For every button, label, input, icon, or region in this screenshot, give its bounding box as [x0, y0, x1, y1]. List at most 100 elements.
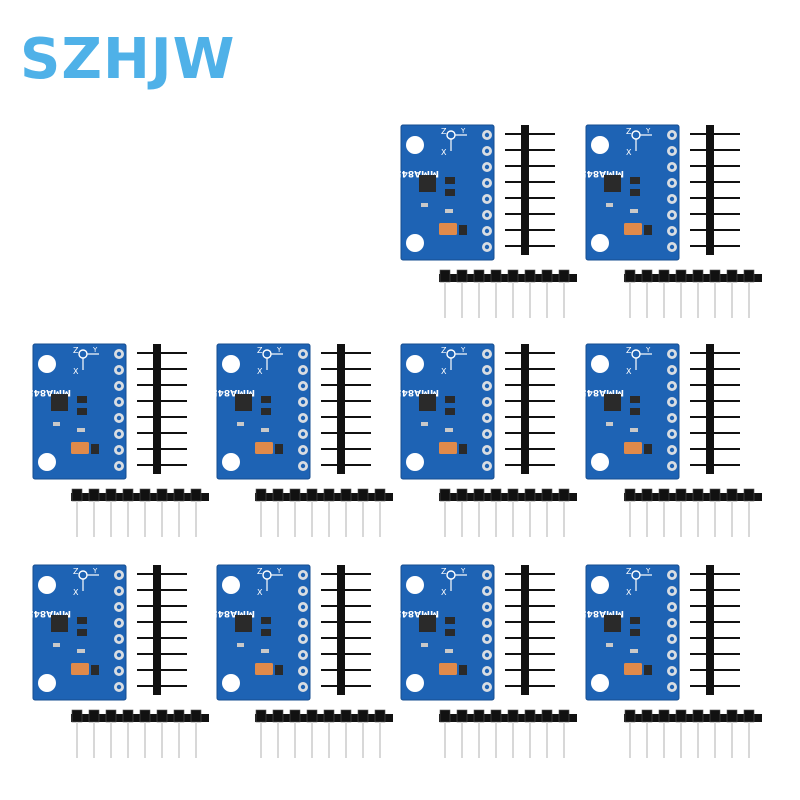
pin-pad-hole [300, 351, 306, 357]
header-cap [507, 269, 519, 283]
pin-pads [298, 570, 308, 692]
capacitor [624, 223, 642, 235]
header-cap [374, 709, 386, 723]
part-silkscreen: MMA845X [573, 387, 624, 397]
accelerometer-module-10: Z Y X MMA845X [573, 564, 766, 780]
header-pin [563, 282, 565, 318]
accelerometer-module-7: Z Y X MMA845X [20, 564, 213, 780]
header-body [706, 125, 714, 255]
header-pin [697, 722, 699, 758]
mounting-hole [406, 674, 424, 692]
regulator [91, 444, 99, 454]
module-illustration: Z Y X MMA845X [388, 564, 577, 758]
pin-pads [114, 349, 124, 471]
module-illustration: Z Y X MMA845X [204, 564, 393, 758]
pin-pad-hole [484, 588, 490, 594]
axis-z-label: Z [626, 567, 632, 576]
header-pin [512, 722, 514, 758]
small-chip [630, 408, 640, 415]
resistor [445, 649, 453, 653]
pin-pad-hole [669, 415, 675, 421]
header-pin [690, 621, 740, 623]
header-pin [321, 573, 371, 575]
header-cap [306, 709, 318, 723]
header-pin [690, 165, 740, 167]
accelerometer-module-9: Z Y X MMA845X [388, 564, 581, 780]
header-cap [306, 488, 318, 502]
header-cap [122, 488, 134, 502]
pin-pad-hole [669, 367, 675, 373]
pin-pad-hole [116, 447, 122, 453]
axis-x-label: X [257, 588, 263, 597]
pin-pad-hole [300, 684, 306, 690]
header-pin [311, 722, 313, 758]
pin-pad-hole [669, 572, 675, 578]
pin-pad-hole [484, 383, 490, 389]
accelerometer-module-4: Z Y X MMA845X [204, 343, 397, 559]
header-pin [690, 589, 740, 591]
pin-pad-hole [300, 431, 306, 437]
header-pin [260, 722, 262, 758]
header-pin [505, 245, 555, 247]
part-silkscreen: MMA845X [573, 168, 624, 178]
capacitor [439, 442, 457, 454]
resistor [421, 203, 428, 207]
small-chip [630, 617, 640, 624]
pin-pad-hole [669, 212, 675, 218]
header-pin [690, 133, 740, 135]
header-pin [505, 448, 555, 450]
header-pin [178, 722, 180, 758]
header-pin [321, 669, 371, 671]
pin-pad-hole [116, 636, 122, 642]
pin-pad-hole [669, 132, 675, 138]
header-pin [505, 653, 555, 655]
header-cap [675, 488, 687, 502]
pin-pad-hole [669, 463, 675, 469]
pin-pad-hole [669, 148, 675, 154]
axis-y-label: Y [645, 567, 651, 575]
mounting-hole [591, 234, 609, 252]
pin-pad-hole [484, 367, 490, 373]
pin-pad-hole [300, 620, 306, 626]
mounting-hole [406, 576, 424, 594]
pin-pad-hole [669, 180, 675, 186]
header-pin [137, 669, 187, 671]
header-cap [490, 709, 502, 723]
axis-y-label: Y [92, 346, 98, 354]
header-cap [624, 709, 636, 723]
axis-y-label: Y [645, 346, 651, 354]
header-cap [692, 488, 704, 502]
capacitor [439, 663, 457, 675]
regulator [459, 665, 467, 675]
header-pin [137, 621, 187, 623]
header-pin [93, 722, 95, 758]
header-pin [362, 722, 364, 758]
regulator [459, 225, 467, 235]
header-pin [137, 573, 187, 575]
regulator [644, 444, 652, 454]
header-pin [680, 501, 682, 537]
header-pin [505, 133, 555, 135]
header-pin [505, 573, 555, 575]
header-cap [743, 269, 755, 283]
header-cap [524, 709, 536, 723]
header-cap [340, 709, 352, 723]
resistor [421, 422, 428, 426]
part-silkscreen: MMA845X [20, 387, 71, 397]
pin-pad-hole [300, 463, 306, 469]
header-cap [490, 269, 502, 283]
pin-header-vertical [137, 344, 187, 474]
pin-pad-hole [116, 620, 122, 626]
header-pin [690, 432, 740, 434]
header-pin [505, 229, 555, 231]
header-pin [137, 653, 187, 655]
header-cap [524, 269, 536, 283]
header-pin [161, 501, 163, 537]
accelerometer-module-6: Z Y X MMA845X [573, 343, 766, 559]
header-body [337, 344, 345, 474]
header-pin [680, 722, 682, 758]
header-pin [529, 722, 531, 758]
pin-pads [482, 130, 492, 252]
pin-pad-hole [484, 415, 490, 421]
axis-z-label: Z [626, 127, 632, 136]
